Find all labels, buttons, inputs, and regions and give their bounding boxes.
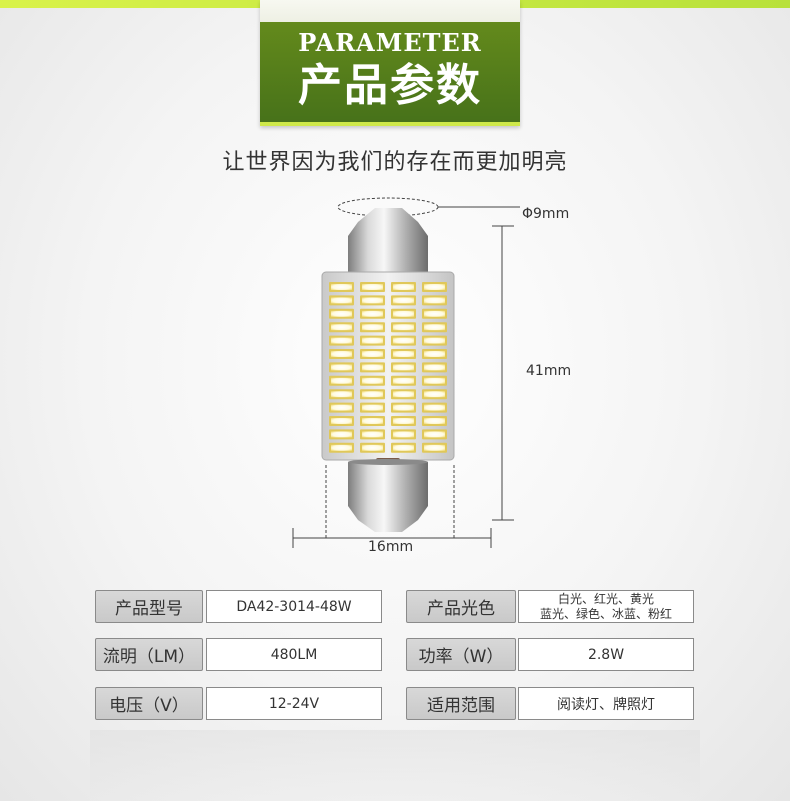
floor-shadow	[90, 730, 700, 801]
led-lens	[393, 404, 414, 411]
led-lens	[362, 391, 383, 398]
led-lens	[362, 404, 383, 411]
led-lens	[331, 444, 352, 451]
spec-value-usage: 阅读灯、牌照灯	[518, 687, 694, 720]
header-top-strip	[260, 0, 520, 22]
width-label: 16mm	[368, 539, 414, 555]
led-lens	[331, 377, 352, 384]
spec-label-color: 产品光色	[406, 590, 516, 623]
led-lens	[362, 337, 383, 344]
led-lens	[362, 324, 383, 331]
led-lens	[424, 444, 445, 451]
diameter-label: Φ9mm	[522, 206, 570, 222]
led-lens	[424, 284, 445, 290]
led-lens	[331, 391, 352, 398]
led-lens	[362, 444, 383, 451]
led-lens	[424, 310, 445, 317]
led-lens	[362, 351, 383, 357]
header-title-en: PARAMETER	[298, 28, 482, 57]
led-lens	[362, 431, 383, 438]
led-lens	[331, 351, 352, 357]
spec-value-color-line2: 蓝光、绿色、冰蓝、粉红	[539, 606, 672, 621]
bottom-cap	[348, 462, 428, 532]
led-lens	[362, 364, 383, 371]
led-lens	[393, 377, 414, 384]
led-lens	[362, 284, 383, 290]
spec-label-lumen: 流明（LM）	[95, 638, 203, 671]
led-lens	[424, 431, 445, 438]
spec-value-color: 白光、红光、黄光 蓝光、绿色、冰蓝、粉红	[518, 590, 694, 623]
led-grid	[329, 282, 447, 453]
led-lens	[393, 431, 414, 438]
length-label: 41mm	[526, 363, 572, 379]
led-lens	[393, 324, 414, 331]
led-lens	[424, 418, 445, 424]
led-lens	[362, 377, 383, 384]
spec-label-voltage: 电压（V）	[95, 687, 203, 720]
led-lens	[393, 364, 414, 371]
led-lens	[362, 418, 383, 424]
spec-label-usage: 适用范围	[406, 687, 516, 720]
led-lens	[393, 391, 414, 398]
spec-label-model: 产品型号	[95, 590, 203, 623]
slogan-text: 让世界因为我们的存在而更加明亮	[222, 150, 568, 175]
led-lens	[362, 297, 383, 304]
spec-value-color-line1: 白光、红光、黄光	[557, 591, 654, 606]
led-lens	[331, 431, 352, 438]
spec-value-power: 2.8W	[518, 638, 694, 671]
led-lens	[331, 284, 352, 290]
led-lens	[393, 444, 414, 451]
led-lens	[331, 418, 352, 424]
led-lens	[362, 310, 383, 317]
led-lens	[424, 404, 445, 411]
spec-label-power: 功率（W）	[406, 638, 516, 671]
led-lens	[331, 310, 352, 317]
led-lens	[393, 337, 414, 344]
parameter-header: PARAMETER 产品参数	[260, 0, 520, 126]
led-lens	[331, 404, 352, 411]
led-lens	[393, 310, 414, 317]
top-cap	[348, 208, 428, 278]
led-lens	[424, 351, 445, 357]
festoon-bulb-illustration	[292, 197, 520, 548]
led-lens	[424, 297, 445, 304]
led-lens	[331, 297, 352, 304]
spec-value-lumen: 480LM	[206, 638, 382, 671]
led-lens	[331, 364, 352, 371]
led-lens	[424, 337, 445, 344]
spec-value-voltage: 12-24V	[206, 687, 382, 720]
led-lens	[393, 418, 414, 424]
led-lens	[424, 324, 445, 331]
led-lens	[331, 337, 352, 344]
header-title-cn: 产品参数	[298, 60, 482, 111]
led-lens	[424, 377, 445, 384]
led-lens	[331, 324, 352, 331]
led-lens	[393, 284, 414, 290]
spec-value-model: DA42-3014-48W	[206, 590, 382, 623]
led-lens	[424, 391, 445, 398]
led-lens	[393, 297, 414, 304]
led-lens	[393, 351, 414, 357]
led-lens	[424, 364, 445, 371]
